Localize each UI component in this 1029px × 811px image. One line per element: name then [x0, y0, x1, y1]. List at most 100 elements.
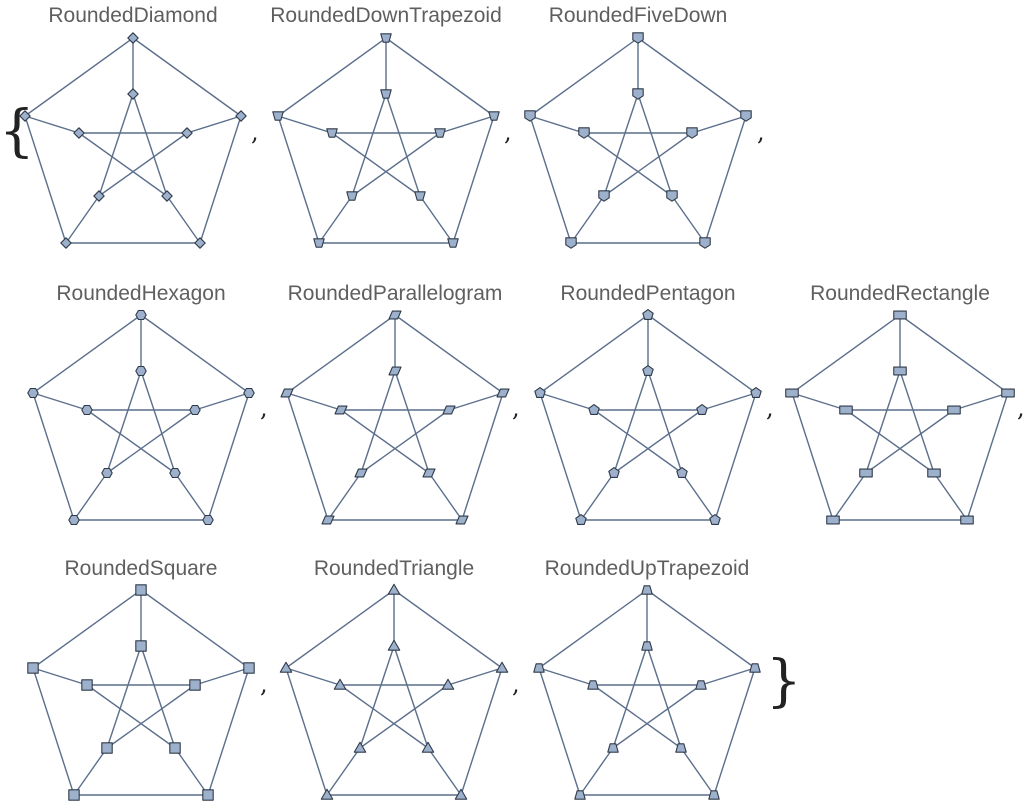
pentagon-icon [709, 513, 721, 525]
graph-edge [140, 370, 176, 474]
close-brace: } [766, 649, 802, 714]
triangle-icon [279, 661, 293, 673]
graph-edge [583, 132, 673, 197]
square-icon [202, 789, 214, 801]
five-down-icon [740, 110, 752, 122]
pentagon-icon [696, 403, 708, 415]
graph-edge [207, 392, 250, 521]
graph-title: RoundedHexagon [56, 282, 225, 305]
square-icon [135, 640, 147, 652]
graph-edge [865, 370, 901, 474]
triangle-icon [387, 583, 401, 595]
hexagon-icon [189, 404, 201, 416]
graph-panel: RoundedPentagon, [534, 282, 774, 525]
list-separator: , [512, 394, 520, 422]
pentagon-icon [575, 513, 587, 525]
graph-edge [647, 314, 757, 394]
graph-edge [538, 589, 648, 669]
rectangle-icon [960, 515, 974, 525]
list-separator: , [260, 394, 268, 422]
graph-edge [899, 370, 935, 474]
graph-edge [539, 392, 582, 521]
five-down-icon [578, 127, 590, 139]
graph-edge [538, 667, 581, 796]
parallelogram-icon [422, 468, 436, 478]
five-down-icon [699, 237, 711, 249]
pentagon-icon [642, 364, 654, 376]
diamond-icon [73, 127, 85, 139]
five-down-icon [524, 110, 536, 122]
graph-edge [24, 115, 67, 244]
graph-edge [529, 115, 585, 134]
five-down-icon [632, 32, 644, 44]
graph-edge [32, 392, 88, 411]
rectangle-icon [1001, 388, 1015, 398]
graph-edge [98, 132, 188, 197]
graph-edge [318, 195, 353, 244]
graph-edge [681, 472, 716, 521]
graph-edge [637, 93, 673, 197]
graph-edge [691, 115, 747, 134]
graph-edge [419, 195, 454, 244]
graph-edge [713, 667, 756, 796]
hexagon-icon [81, 404, 93, 416]
graph-edge [174, 472, 209, 521]
down-trapezoid-icon [488, 111, 500, 121]
graph-edge [529, 37, 639, 117]
graph-edge [714, 392, 757, 521]
graph-edge [529, 115, 572, 244]
graph-edge [24, 115, 80, 134]
rectangle-icon [859, 468, 873, 478]
diamond-icon [235, 110, 247, 122]
square-icon [27, 662, 39, 674]
five-down-icon [686, 127, 698, 139]
graph-edge [953, 392, 1009, 411]
graph-edge [899, 314, 1009, 394]
parallelogram-icon [442, 405, 456, 415]
square-icon [169, 742, 181, 754]
parallelogram-icon [321, 515, 335, 525]
graph-edge [539, 392, 595, 411]
graph-panel: RoundedRectangle, [785, 282, 1025, 525]
graph-edge [579, 747, 614, 796]
graph-edge [791, 392, 834, 521]
graph-edge [845, 409, 935, 474]
parallelogram-icon [280, 388, 294, 398]
up-trapezoid-icon [641, 641, 653, 651]
graph-edge [603, 93, 639, 197]
down-trapezoid-icon [313, 238, 325, 248]
graph-edge [427, 747, 462, 796]
hexagon-icon [68, 514, 80, 526]
graph-edge [865, 409, 955, 474]
down-trapezoid-icon [346, 191, 358, 201]
hexagon-icon [27, 387, 39, 399]
graph-edge [360, 370, 396, 474]
graph-edge [832, 472, 867, 521]
square-icon [135, 584, 147, 596]
square-icon [243, 662, 255, 674]
diamond-icon [127, 88, 139, 100]
graph-edge [331, 132, 421, 197]
graph-edge [351, 132, 441, 197]
parallelogram-icon [334, 405, 348, 415]
graph-title: RoundedRectangle [810, 282, 990, 305]
list-separator: , [260, 670, 268, 698]
open-brace: { [0, 99, 35, 164]
up-trapezoid-icon [574, 790, 586, 800]
graph-edge [966, 392, 1009, 521]
graph-edge [339, 684, 429, 749]
square-icon [189, 679, 201, 691]
graph-title: RoundedSquare [65, 557, 218, 580]
graph-edge [65, 195, 100, 244]
graph-panel: RoundedTriangle, [279, 557, 520, 800]
graph-edge [393, 645, 429, 749]
graph-edge [461, 392, 504, 521]
diamond-icon [60, 237, 72, 249]
graph-edge [106, 409, 196, 474]
list-separator: , [512, 670, 520, 698]
graph-edge [351, 93, 387, 197]
graph-edge [174, 747, 209, 796]
graph-edge [612, 684, 702, 749]
triangle-icon [387, 639, 401, 651]
up-trapezoid-icon [587, 680, 599, 690]
